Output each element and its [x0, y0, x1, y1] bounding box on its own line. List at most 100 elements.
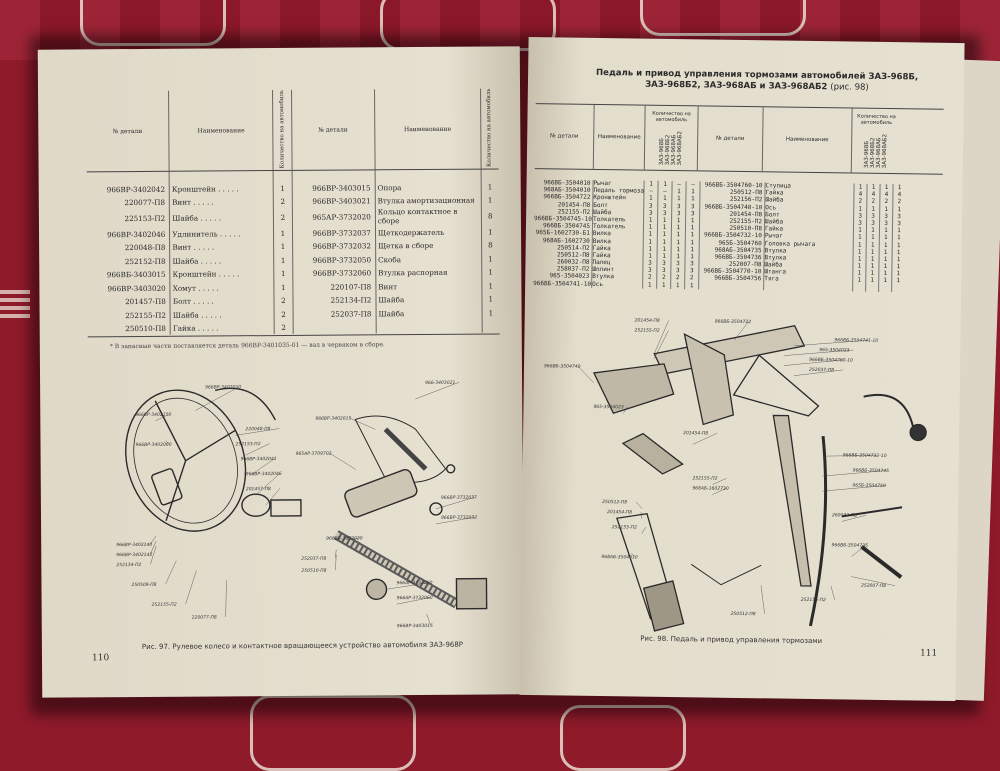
part-number: 201457-П8	[87, 294, 171, 309]
brake-shaft	[653, 324, 806, 375]
part-name: Щеткодержатель	[375, 224, 482, 240]
table-cell: Ось	[592, 280, 604, 288]
part-qty: 1	[274, 266, 293, 281]
part-name: Шайба . . . . .	[170, 307, 275, 322]
part-name: Удлинитель . . . . .	[169, 226, 274, 241]
footnote: * В запасные части поставляется деталь 9…	[109, 341, 385, 351]
part-callout: 966ВБ-3504732-10	[843, 452, 887, 459]
leader-line	[150, 540, 157, 555]
part-callout: 252155-П2	[801, 597, 826, 603]
part-number: 225153-П2	[86, 209, 170, 228]
part-callout: 252155-П2	[152, 602, 177, 608]
part-callout: 252153-П2	[235, 441, 260, 447]
part-number: 966ВР-3403021	[291, 194, 376, 209]
part-callout: 252037-П8	[809, 367, 834, 373]
col-part-no: № детали	[291, 89, 375, 171]
table-cell: 1	[883, 277, 888, 285]
leader-line	[436, 516, 476, 525]
pedal-pad	[642, 580, 685, 632]
table-cell: 966ВБ-3504732-10	[704, 231, 762, 240]
part-name: Шайба . . . . .	[169, 253, 275, 268]
steering-shaft	[333, 530, 460, 609]
cloth-stripe	[0, 298, 30, 302]
leader-line	[415, 382, 460, 400]
leader-line	[822, 455, 877, 457]
part-name: Опора	[374, 169, 481, 195]
part-name: Винт . . . . .	[169, 239, 274, 255]
figure-97-steering-wheel: 966ВР-3402010966ВР-3402150966ВР-34020602…	[116, 380, 488, 629]
part-number: 252155-П2	[87, 308, 171, 323]
part-number: 966ВР-3403020	[87, 281, 171, 296]
part-callout: 250510-П8	[301, 568, 326, 574]
part-number: 966ВР-3403015	[291, 170, 376, 195]
leader-line	[822, 485, 887, 492]
part-callout: 260032-П8	[832, 512, 857, 518]
leader-line	[841, 515, 867, 522]
cloth-motif	[80, 0, 226, 46]
leader-line	[851, 576, 896, 586]
leader-line	[653, 330, 669, 359]
part-callout: 220048-П8	[245, 426, 270, 432]
leader-line	[692, 432, 718, 445]
leader-line	[794, 340, 869, 346]
part-qty: 2	[274, 320, 293, 335]
brake-rod	[772, 414, 812, 587]
part-callout: 252155-П2	[692, 475, 717, 481]
col-part-no: № детали	[534, 104, 595, 169]
leader-line	[235, 428, 280, 436]
part-number: 966ВР-3732037	[292, 225, 376, 240]
col-part-no: № детали	[697, 106, 764, 172]
part-callout: 966АР-3732050	[396, 580, 432, 586]
part-name: Втулка амортизационная	[375, 193, 481, 208]
table-cell: 1	[857, 277, 862, 285]
table-cell: 1	[896, 277, 901, 285]
part-number: 220048-П8	[87, 240, 170, 255]
cloth-stripe	[0, 306, 30, 310]
table-cell: 1	[689, 281, 694, 289]
part-callout: 252037-П8	[301, 556, 326, 562]
part-callout: 966ВР-3402150	[135, 412, 171, 418]
part-callout: 966ВР-3402015	[315, 416, 351, 422]
leader-line	[185, 570, 197, 605]
leader-line	[623, 406, 628, 414]
part-callout: 250512-П8	[731, 611, 756, 617]
table-cell: 966ВБ-3504756	[714, 275, 762, 283]
part-qty: 1	[273, 170, 292, 195]
part-callout: 966ВБ-3402020	[326, 535, 363, 541]
part-callout: 966ВР-3402046	[246, 471, 282, 477]
col-name: Наименование	[593, 104, 646, 170]
part-callout: 966ВБ-3504741-10	[834, 337, 878, 344]
part-callout: 966ВР-3403015	[397, 623, 433, 629]
part-callout: 201454-П8	[635, 317, 660, 323]
part-number: 252037-П8	[292, 306, 376, 321]
part-callout: 965АР-3709702	[296, 451, 332, 457]
part-qty: 1	[488, 254, 493, 264]
part-callout: 966ВБ-3504722	[715, 319, 752, 326]
part-number: 966ВР-3732060	[292, 266, 376, 281]
part-callout: 966ВР-3402041	[241, 456, 277, 462]
part-number: 966ВБ-3403015	[87, 267, 171, 282]
leader-line	[635, 501, 643, 509]
part-name: Шайба	[375, 305, 482, 321]
col-qty-group: Количество на автомобиль ЗАЗ-968Б ЗАЗ-96…	[644, 105, 699, 171]
part-number: 220077-П8	[86, 195, 170, 210]
part-qty: 8	[488, 240, 493, 250]
part-callout: 201454-П8	[607, 509, 632, 515]
leader-line	[830, 586, 835, 600]
leader-line	[712, 478, 727, 485]
leader-line	[784, 349, 854, 356]
part-callout: 220077-П8	[192, 614, 217, 620]
part-number: 966ВР-3732050	[292, 252, 376, 267]
table-cell: 1	[870, 277, 875, 285]
part-qty: 1	[488, 267, 493, 277]
part-number: 252134-П2	[292, 293, 376, 308]
leader-line	[793, 369, 844, 376]
part-callout: 965-3504023	[593, 404, 623, 410]
table-cell: 966ВБ-3504741-10	[533, 279, 592, 288]
